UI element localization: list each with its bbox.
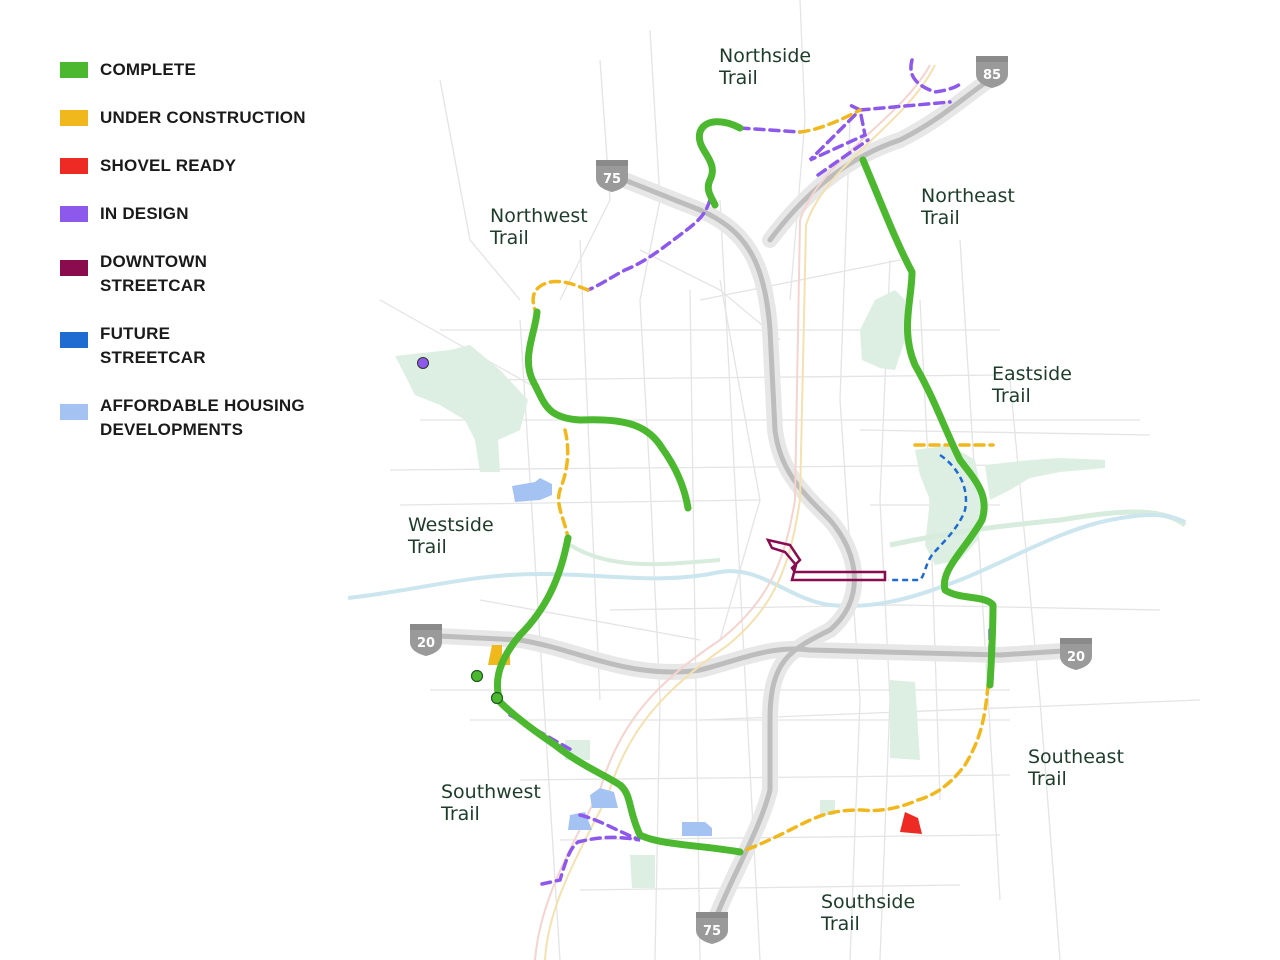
west-greenway bbox=[568, 543, 721, 567]
housing-dot-west-1 bbox=[470, 669, 484, 683]
downtown-streetcar bbox=[765, 538, 887, 582]
legend-item-shovel-ready: SHOVEL READY bbox=[60, 154, 236, 178]
complete-segments bbox=[493, 118, 997, 856]
legend-item-in-design: IN DESIGN bbox=[60, 202, 189, 226]
legend-label: DOWNTOWN STREETCAR bbox=[100, 252, 208, 295]
legend-label: AFFORDABLE HOUSING DEVELOPMENTS bbox=[100, 396, 305, 439]
legend-label: IN DESIGN bbox=[100, 204, 189, 223]
legend-item-affordable-housing: AFFORDABLE HOUSING DEVELOPMENTS bbox=[60, 394, 305, 442]
svg-text:20: 20 bbox=[417, 636, 435, 651]
svg-text:75: 75 bbox=[603, 172, 621, 187]
svg-text:85: 85 bbox=[983, 68, 1001, 83]
legend-swatch bbox=[60, 260, 88, 276]
street-grid bbox=[379, 0, 1201, 960]
svg-text:75: 75 bbox=[703, 924, 721, 939]
svg-text:20: 20 bbox=[1067, 650, 1085, 665]
rail-lines bbox=[534, 64, 936, 960]
shovel-ready-site bbox=[900, 812, 922, 834]
housing-dot-northwest bbox=[417, 357, 429, 369]
river bbox=[347, 513, 1186, 608]
parks bbox=[395, 290, 1105, 888]
legend-swatch bbox=[60, 110, 88, 126]
legend-label: COMPLETE bbox=[100, 60, 197, 79]
affordable-housing bbox=[512, 478, 712, 836]
legend-swatch bbox=[60, 62, 88, 78]
legend-swatch bbox=[60, 404, 88, 420]
in-design-segments bbox=[508, 58, 992, 886]
legend-item-future-streetcar: FUTURE STREETCAR bbox=[60, 322, 206, 370]
legend-label: FUTURE STREETCAR bbox=[100, 324, 206, 367]
legend-item-under-construction: UNDER CONSTRUCTION bbox=[60, 106, 306, 130]
legend-label: UNDER CONSTRUCTION bbox=[100, 108, 306, 127]
housing-dot-west-2 bbox=[490, 691, 504, 705]
legend-swatch bbox=[60, 206, 88, 222]
future-streetcar bbox=[888, 453, 968, 582]
legend-swatch bbox=[60, 158, 88, 174]
legend-item-downtown-streetcar: DOWNTOWN STREETCAR bbox=[60, 250, 207, 298]
i75-south-shield: 75 bbox=[696, 912, 728, 944]
legend-swatch bbox=[60, 332, 88, 348]
legend-item-complete: COMPLETE bbox=[60, 58, 196, 82]
i75-north-shield: 75 bbox=[596, 160, 628, 192]
i85-shield: 85 bbox=[976, 56, 1008, 88]
legend-label: SHOVEL READY bbox=[100, 156, 237, 175]
i20-east-shield: 20 bbox=[1060, 638, 1092, 670]
i20-west-shield: 20 bbox=[410, 624, 442, 656]
